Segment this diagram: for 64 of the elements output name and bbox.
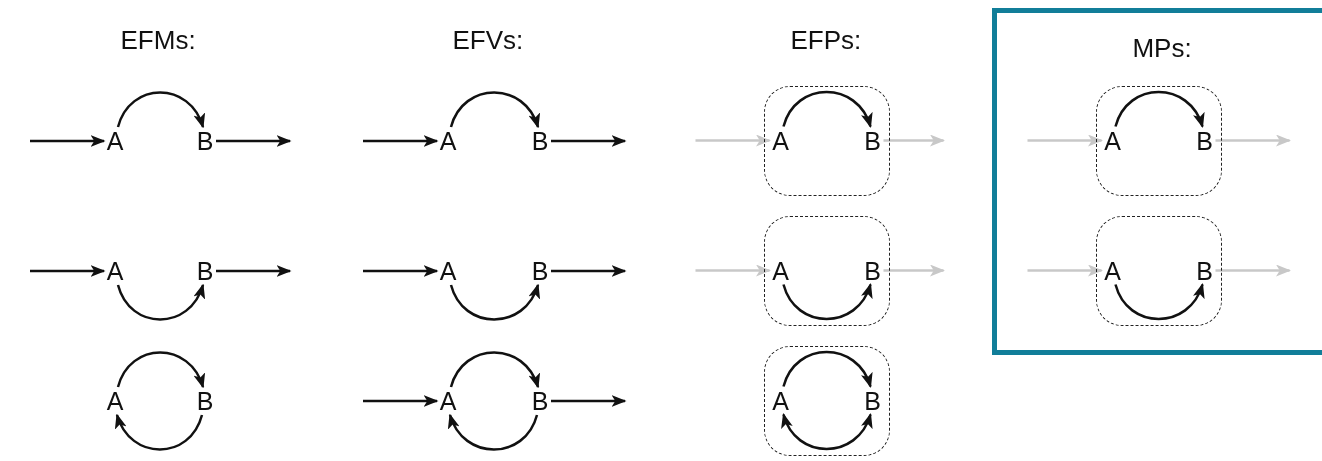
curved-arrow [449, 283, 540, 321]
curved-arrow [116, 351, 205, 389]
state-label: B [1193, 126, 1216, 155]
state-label: A [104, 387, 126, 415]
state-label: A [769, 386, 792, 415]
curved-arrow [782, 90, 872, 128]
dashed-box [1096, 216, 1222, 326]
state-label: A [104, 127, 126, 155]
state-label: B [529, 257, 551, 285]
arrow [551, 265, 627, 277]
arrow [30, 135, 106, 147]
state-label: A [1101, 126, 1124, 155]
curved-arrow [1114, 283, 1204, 321]
state-label: A [1101, 256, 1124, 285]
state-label: B [861, 256, 884, 285]
dashed-box [1096, 86, 1222, 196]
arrow [30, 265, 106, 277]
curved-arrow [782, 350, 872, 388]
arrow [363, 265, 439, 277]
state-label: A [437, 257, 459, 285]
column-heading: EFPs: [790, 25, 862, 55]
state-label: A [104, 257, 126, 285]
arrow [363, 135, 439, 147]
arrow [1027, 264, 1103, 277]
arrow [1027, 134, 1103, 147]
state-label: B [861, 386, 884, 415]
arrow [551, 135, 627, 147]
panel-heading: MPs: [1132, 33, 1192, 63]
state-label: B [861, 126, 884, 155]
highlight-frame [992, 8, 1322, 355]
state-label: A [769, 126, 792, 155]
state-label: A [769, 256, 792, 285]
curved-arrow [782, 413, 872, 451]
state-label: B [194, 387, 216, 415]
arrow [363, 395, 439, 407]
arrow [216, 265, 292, 277]
arrow [883, 134, 945, 147]
arrow [551, 395, 627, 407]
state-label: B [194, 257, 216, 285]
state-label: B [529, 387, 551, 415]
dashed-box [764, 346, 890, 456]
state-label: B [529, 127, 551, 155]
arrow [1215, 264, 1291, 277]
curved-arrow [115, 413, 204, 451]
arrow [216, 135, 292, 147]
curved-arrow [1114, 90, 1204, 128]
arrow [695, 264, 771, 277]
column-heading: EFMs: [120, 25, 196, 55]
state-label: A [437, 387, 459, 415]
state-label: B [194, 127, 216, 155]
curved-arrow [449, 91, 540, 129]
arrow [883, 264, 945, 277]
column-heading: EFVs: [452, 25, 524, 55]
arrow [1215, 134, 1291, 147]
state-label: B [1193, 256, 1216, 285]
state-label: A [437, 127, 459, 155]
arrow [695, 134, 771, 147]
dashed-box [764, 216, 890, 326]
curved-arrow [449, 351, 540, 389]
curved-arrow [448, 413, 539, 451]
curved-arrow [782, 283, 872, 321]
curved-arrow [116, 283, 205, 321]
curved-arrow [116, 91, 205, 129]
dashed-box [764, 86, 890, 196]
